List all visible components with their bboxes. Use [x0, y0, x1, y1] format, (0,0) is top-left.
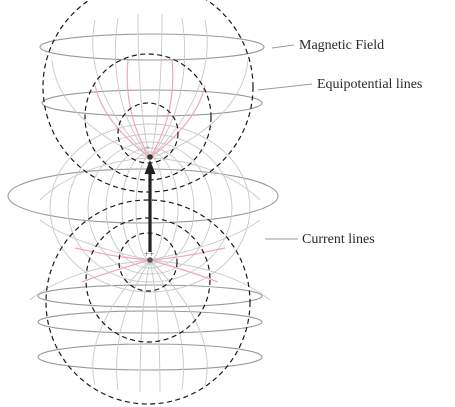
highlight-line: [149, 84, 206, 159]
current-lines-upper: [39, 13, 261, 201]
current-line: [137, 13, 151, 159]
current-line: [149, 157, 261, 201]
current-line: [92, 19, 151, 159]
equipotential-lower-outer: [45, 199, 251, 405]
equipotential-lower-inner: [118, 232, 178, 292]
field-ring-bottom: [37, 343, 263, 371]
current-loop: [87, 141, 213, 275]
current-line: [39, 219, 151, 261]
current-lines-central: [49, 123, 251, 293]
current-line: [139, 259, 151, 393]
dipole: − ++: [144, 142, 156, 263]
field-ring-upper: [41, 89, 263, 117]
equipotential-circles: [42, 0, 254, 405]
label-magnetic-field: Magnetic Field: [299, 38, 384, 53]
equipotential-upper-outer: [42, 0, 254, 193]
current-line: [149, 219, 261, 261]
field-ring-equator: [7, 168, 279, 224]
dipole-arrowhead: [144, 160, 156, 174]
current-line: [149, 13, 163, 159]
field-ring-top: [39, 33, 265, 61]
current-line: [149, 17, 186, 159]
equipotential-upper-mid: [84, 53, 212, 181]
highlight-line: [149, 259, 219, 283]
current-loop: [105, 147, 195, 269]
current-line: [92, 259, 151, 386]
current-line: [149, 59, 249, 159]
current-line: [149, 259, 161, 393]
magnetic-field-rings: [7, 33, 279, 371]
current-line: [51, 59, 151, 159]
highlight-line: [81, 259, 151, 283]
current-line: [149, 259, 208, 386]
highlight-line: [149, 247, 226, 261]
highlight-line: [149, 59, 174, 159]
leader-magnetic-field: [271, 44, 295, 49]
highlight-line: [126, 59, 151, 159]
current-line: [149, 259, 271, 301]
current-line: [149, 19, 208, 159]
current-loop: [67, 133, 233, 283]
current-line: [29, 259, 151, 301]
highlight-line: [94, 84, 151, 159]
equipotential-lower-mid: [85, 217, 211, 343]
equipotential-upper-inner: [117, 102, 179, 164]
pole-bottom-symbol: ++: [144, 249, 154, 259]
field-ring-lower-1: [37, 284, 263, 308]
field-ring-lower-2: [37, 310, 263, 334]
pole-top-symbol: −: [145, 142, 150, 152]
callout-leaders: [257, 44, 313, 240]
current-loop: [49, 123, 251, 293]
highlight-line: [74, 247, 151, 261]
pole-bottom-dot: [147, 257, 153, 263]
leader-equipotential: [257, 83, 313, 91]
current-lines-highlight: [74, 59, 226, 283]
pole-top-dot: [147, 154, 153, 160]
label-equipotential-lines: Equipotential lines: [317, 77, 422, 92]
current-loop: [121, 151, 179, 265]
current-line: [114, 17, 151, 159]
label-current-lines: Current lines: [302, 232, 375, 247]
